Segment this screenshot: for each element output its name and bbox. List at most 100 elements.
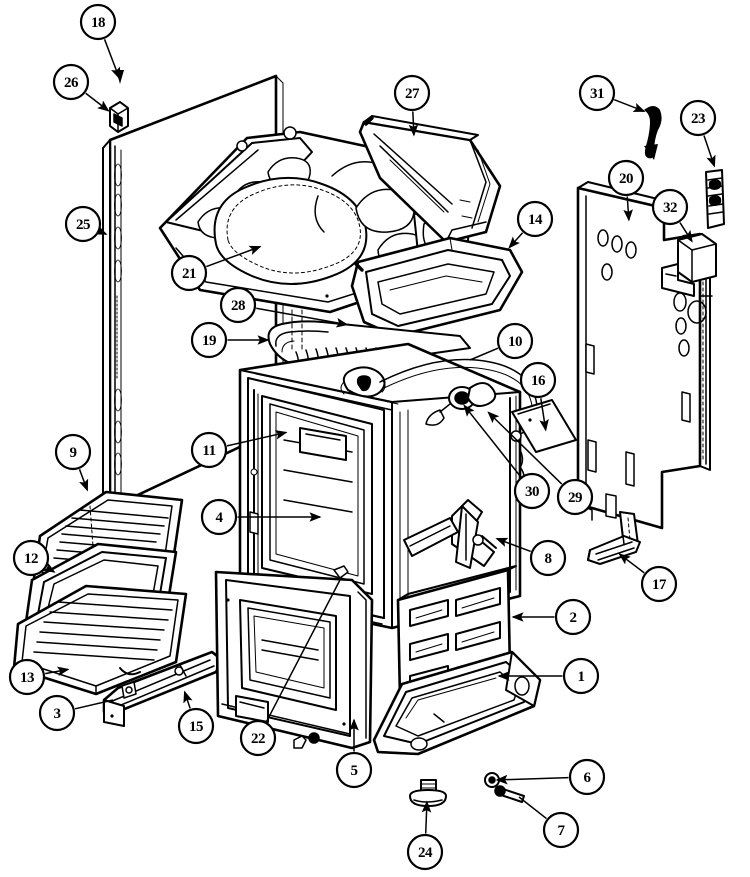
callout-8[interactable]: 8 xyxy=(495,537,567,577)
callout-label-17: 17 xyxy=(652,577,667,593)
junction-box-part xyxy=(661,233,717,297)
callout-label-31: 31 xyxy=(590,86,604,102)
callout-circle-10[interactable] xyxy=(496,322,534,360)
callout-25[interactable]: 25 xyxy=(64,205,108,243)
callout-32[interactable]: 32 xyxy=(651,188,693,243)
callout-9[interactable]: 9 xyxy=(54,433,92,492)
callout-label-32: 32 xyxy=(663,200,677,216)
callout-4[interactable]: 4 xyxy=(200,498,322,536)
callout-label-23: 23 xyxy=(691,111,705,127)
callout-circle-26[interactable] xyxy=(52,63,90,101)
callout-15[interactable]: 15 xyxy=(177,690,215,745)
callout-10[interactable]: 10 xyxy=(469,322,534,361)
callout-circle-12[interactable] xyxy=(12,539,50,577)
callout-31[interactable]: 31 xyxy=(578,74,646,112)
callout-circle-31[interactable] xyxy=(578,74,616,112)
callout-29[interactable]: 29 xyxy=(487,411,594,516)
callout-leader-17 xyxy=(618,553,645,574)
callout-circle-28[interactable] xyxy=(219,286,257,324)
callout-1[interactable]: 1 xyxy=(497,657,600,695)
callout-leader-15 xyxy=(183,690,193,709)
callout-label-4: 4 xyxy=(216,510,224,526)
callout-circle-5[interactable] xyxy=(335,751,373,789)
callout-label-5: 5 xyxy=(351,763,358,779)
callout-label-28: 28 xyxy=(231,298,245,314)
callout-7[interactable]: 7 xyxy=(518,796,580,849)
callout-circle-22[interactable] xyxy=(239,719,277,757)
callout-circle-1[interactable] xyxy=(562,657,600,695)
callout-leader-20 xyxy=(623,196,633,222)
callout-circle-19[interactable] xyxy=(190,321,228,359)
callout-label-22: 22 xyxy=(251,731,265,747)
callout-label-8: 8 xyxy=(545,551,552,567)
callout-24[interactable]: 24 xyxy=(406,800,444,871)
callout-leader-8 xyxy=(495,537,531,553)
callout-circle-17[interactable] xyxy=(640,565,678,603)
callout-circle-16[interactable] xyxy=(519,361,557,399)
callout-11[interactable]: 11 xyxy=(190,430,288,469)
callout-14[interactable]: 14 xyxy=(508,200,554,249)
callout-19[interactable]: 19 xyxy=(190,321,270,359)
callout-16[interactable]: 16 xyxy=(519,361,557,432)
callout-3[interactable]: 3 xyxy=(38,694,114,732)
clip-retainer-part xyxy=(109,101,129,133)
callout-label-7: 7 xyxy=(558,823,566,839)
callout-circle-14[interactable] xyxy=(516,200,554,238)
callout-circle-24[interactable] xyxy=(406,833,444,871)
callout-circle-21[interactable] xyxy=(170,254,208,292)
callout-6[interactable]: 6 xyxy=(495,758,606,796)
callout-20[interactable]: 20 xyxy=(607,159,645,222)
callout-30[interactable]: 30 xyxy=(463,404,551,510)
oven-burner-igniter-part xyxy=(425,382,497,426)
drawer-slide-rail-part xyxy=(102,650,224,727)
callout-circle-4[interactable] xyxy=(200,498,238,536)
callout-circle-3[interactable] xyxy=(38,694,76,732)
callout-label-30: 30 xyxy=(525,484,539,500)
callout-circle-29[interactable] xyxy=(556,478,594,516)
callout-circle-32[interactable] xyxy=(651,188,689,226)
callout-circle-13[interactable] xyxy=(8,658,46,696)
callout-circle-2[interactable] xyxy=(554,598,592,636)
callout-label-27: 27 xyxy=(405,86,420,102)
callout-2[interactable]: 2 xyxy=(511,598,592,636)
callout-23[interactable]: 23 xyxy=(679,99,717,168)
callout-12[interactable]: 12 xyxy=(12,539,56,577)
callout-circle-9[interactable] xyxy=(54,433,92,471)
callout-5[interactable]: 5 xyxy=(335,718,373,789)
callout-label-24: 24 xyxy=(418,845,433,861)
wire-harness-clip-part xyxy=(644,106,662,160)
callout-18[interactable]: 18 xyxy=(79,3,121,80)
callout-circle-6[interactable] xyxy=(568,758,606,796)
callout-leader-7 xyxy=(518,796,547,820)
oven-cavity-body-part xyxy=(238,342,538,630)
callout-label-3: 3 xyxy=(54,706,61,722)
callout-27[interactable]: 27 xyxy=(393,74,431,137)
callout-21[interactable]: 21 xyxy=(170,245,262,292)
callout-circle-25[interactable] xyxy=(64,205,102,243)
callout-label-13: 13 xyxy=(20,670,34,686)
door-hinge-assembly-part xyxy=(403,499,497,569)
callout-label-21: 21 xyxy=(182,266,196,282)
bottom-base-panel-part xyxy=(372,650,542,756)
callout-circle-18[interactable] xyxy=(79,3,117,41)
callout-circle-11[interactable] xyxy=(190,431,228,469)
callout-leader-16 xyxy=(539,398,549,432)
callout-label-25: 25 xyxy=(76,217,90,233)
callout-13[interactable]: 13 xyxy=(8,658,70,696)
callout-leader-14 xyxy=(508,232,524,249)
callout-17[interactable]: 17 xyxy=(618,553,678,603)
callout-circle-23[interactable] xyxy=(679,99,717,137)
callout-leader-28 xyxy=(256,307,349,328)
callout-circle-30[interactable] xyxy=(513,472,551,510)
callout-leader-21 xyxy=(206,245,262,268)
callout-circle-15[interactable] xyxy=(177,707,215,745)
callout-circle-20[interactable] xyxy=(607,159,645,197)
callout-22[interactable]: 22 xyxy=(239,579,341,757)
callout-circle-7[interactable] xyxy=(542,811,580,849)
callout-circle-8[interactable] xyxy=(529,539,567,577)
callout-28[interactable]: 28 xyxy=(219,286,349,328)
callout-circle-27[interactable] xyxy=(393,74,431,112)
callout-26[interactable]: 26 xyxy=(52,63,110,112)
callout-label-10: 10 xyxy=(508,334,522,350)
